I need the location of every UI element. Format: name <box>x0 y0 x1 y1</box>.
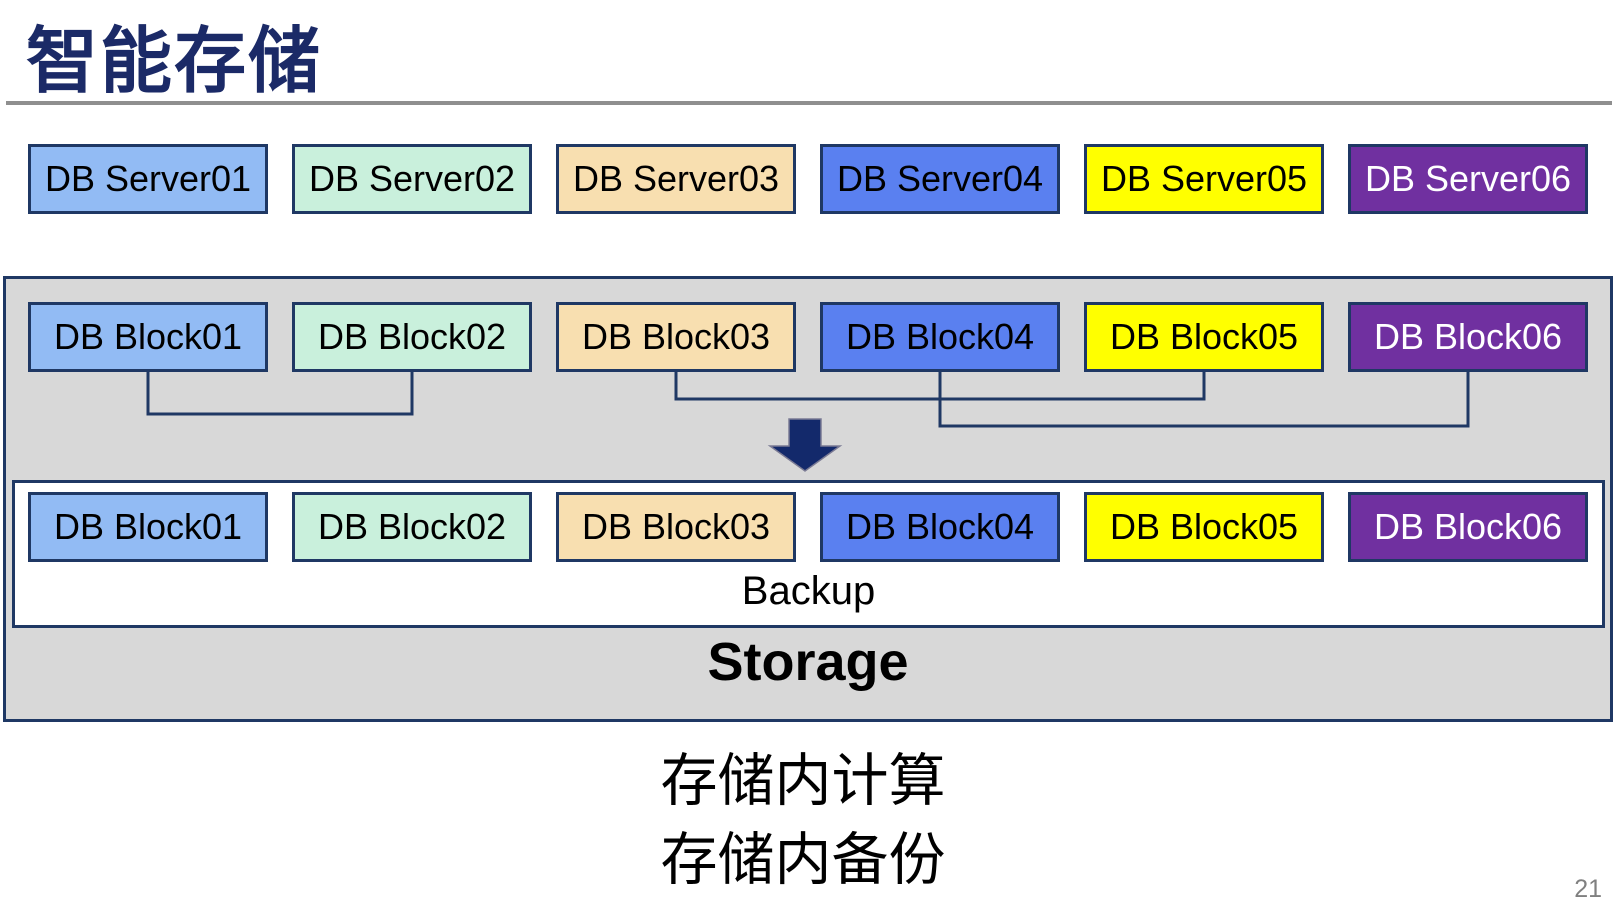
caption-line-2: 存储内备份 <box>660 827 946 892</box>
db-block-row-bottom: DB Block01 DB Block02 DB Block03 DB Bloc… <box>28 492 1588 562</box>
db-server-box-6: DB Server06 <box>1348 144 1588 214</box>
db-server-box-1: DB Server01 <box>28 144 268 214</box>
db-block-top-1: DB Block01 <box>28 302 268 372</box>
title-divider <box>6 101 1612 105</box>
db-block-top-5: DB Block05 <box>1084 302 1324 372</box>
db-block-top-6: DB Block06 <box>1348 302 1588 372</box>
db-block-row-top: DB Block01 DB Block02 DB Block03 DB Bloc… <box>28 302 1588 372</box>
db-server-box-2: DB Server02 <box>292 144 532 214</box>
backup-label: Backup <box>741 569 876 613</box>
db-block-bottom-2: DB Block02 <box>292 492 532 562</box>
page-number: 21 <box>1574 875 1602 903</box>
down-arrow-icon <box>767 418 843 472</box>
storage-label: Storage <box>707 632 909 692</box>
db-block-top-3: DB Block03 <box>556 302 796 372</box>
db-block-bottom-1: DB Block01 <box>28 492 268 562</box>
caption-line-1: 存储内计算 <box>660 749 946 813</box>
page-title: 智能存储 <box>26 22 323 102</box>
backup-panel: DB Block01 DB Block02 DB Block03 DB Bloc… <box>12 480 1605 628</box>
storage-panel: DB Block01 DB Block02 DB Block03 DB Bloc… <box>3 276 1613 722</box>
db-block-top-2: DB Block02 <box>292 302 532 372</box>
db-block-bottom-4: DB Block04 <box>820 492 1060 562</box>
db-block-bottom-6: DB Block06 <box>1348 492 1588 562</box>
db-server-box-4: DB Server04 <box>820 144 1060 214</box>
db-server-box-3: DB Server03 <box>556 144 796 214</box>
db-server-box-5: DB Server05 <box>1084 144 1324 214</box>
db-block-bottom-3: DB Block03 <box>556 492 796 562</box>
db-block-top-4: DB Block04 <box>820 302 1060 372</box>
db-block-bottom-5: DB Block05 <box>1084 492 1324 562</box>
captions: 存储内计算 存储内备份 <box>0 742 1606 899</box>
db-server-row: DB Server01 DB Server02 DB Server03 DB S… <box>28 144 1588 214</box>
